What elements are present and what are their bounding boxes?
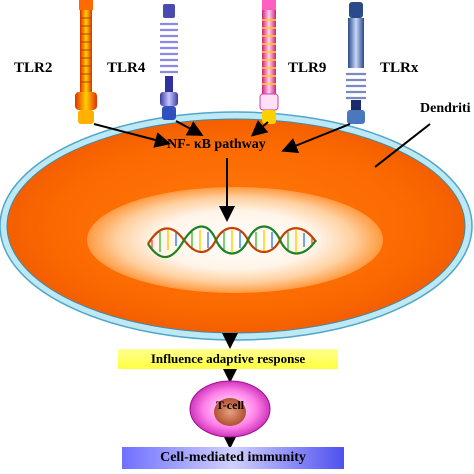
arrow-tlr9-to-nfkb bbox=[250, 120, 269, 137]
tlr9-label: TLR9 bbox=[288, 60, 327, 76]
tlr2-label: TLR2 bbox=[14, 60, 53, 76]
tlr9-receptor-icon bbox=[259, 0, 279, 124]
nfkb-pathway-label: NF- κB pathway bbox=[167, 137, 266, 152]
cell-mediated-immunity-label: Cell-mediated immunity bbox=[160, 450, 306, 465]
t-cell-label: T-cell bbox=[215, 398, 245, 412]
arrow-tlr2-to-nfkb bbox=[93, 123, 171, 148]
adaptive-response-box bbox=[118, 349, 338, 369]
cell-label-pointer bbox=[374, 123, 431, 168]
cell-type-label: Dendriti bbox=[420, 101, 471, 116]
tlr4-receptor-icon bbox=[160, 4, 178, 120]
tlrx-label: TLRx bbox=[380, 60, 419, 76]
tlr2-receptor-icon bbox=[75, 0, 97, 124]
tlr4-label: TLR4 bbox=[107, 60, 146, 76]
signal-arrows bbox=[93, 120, 431, 449]
tlrx-receptor-icon bbox=[346, 2, 366, 124]
adaptive-response-label: Influence adaptive response bbox=[150, 351, 306, 366]
dna-helix-icon bbox=[147, 225, 317, 259]
arrow-tlr4-to-nfkb bbox=[175, 120, 204, 136]
cell-mediated-immunity-box bbox=[122, 447, 344, 469]
t-cell-icon bbox=[189, 380, 271, 438]
arrow-tlrx-to-nfkb bbox=[281, 123, 351, 153]
nucleus bbox=[87, 187, 383, 293]
